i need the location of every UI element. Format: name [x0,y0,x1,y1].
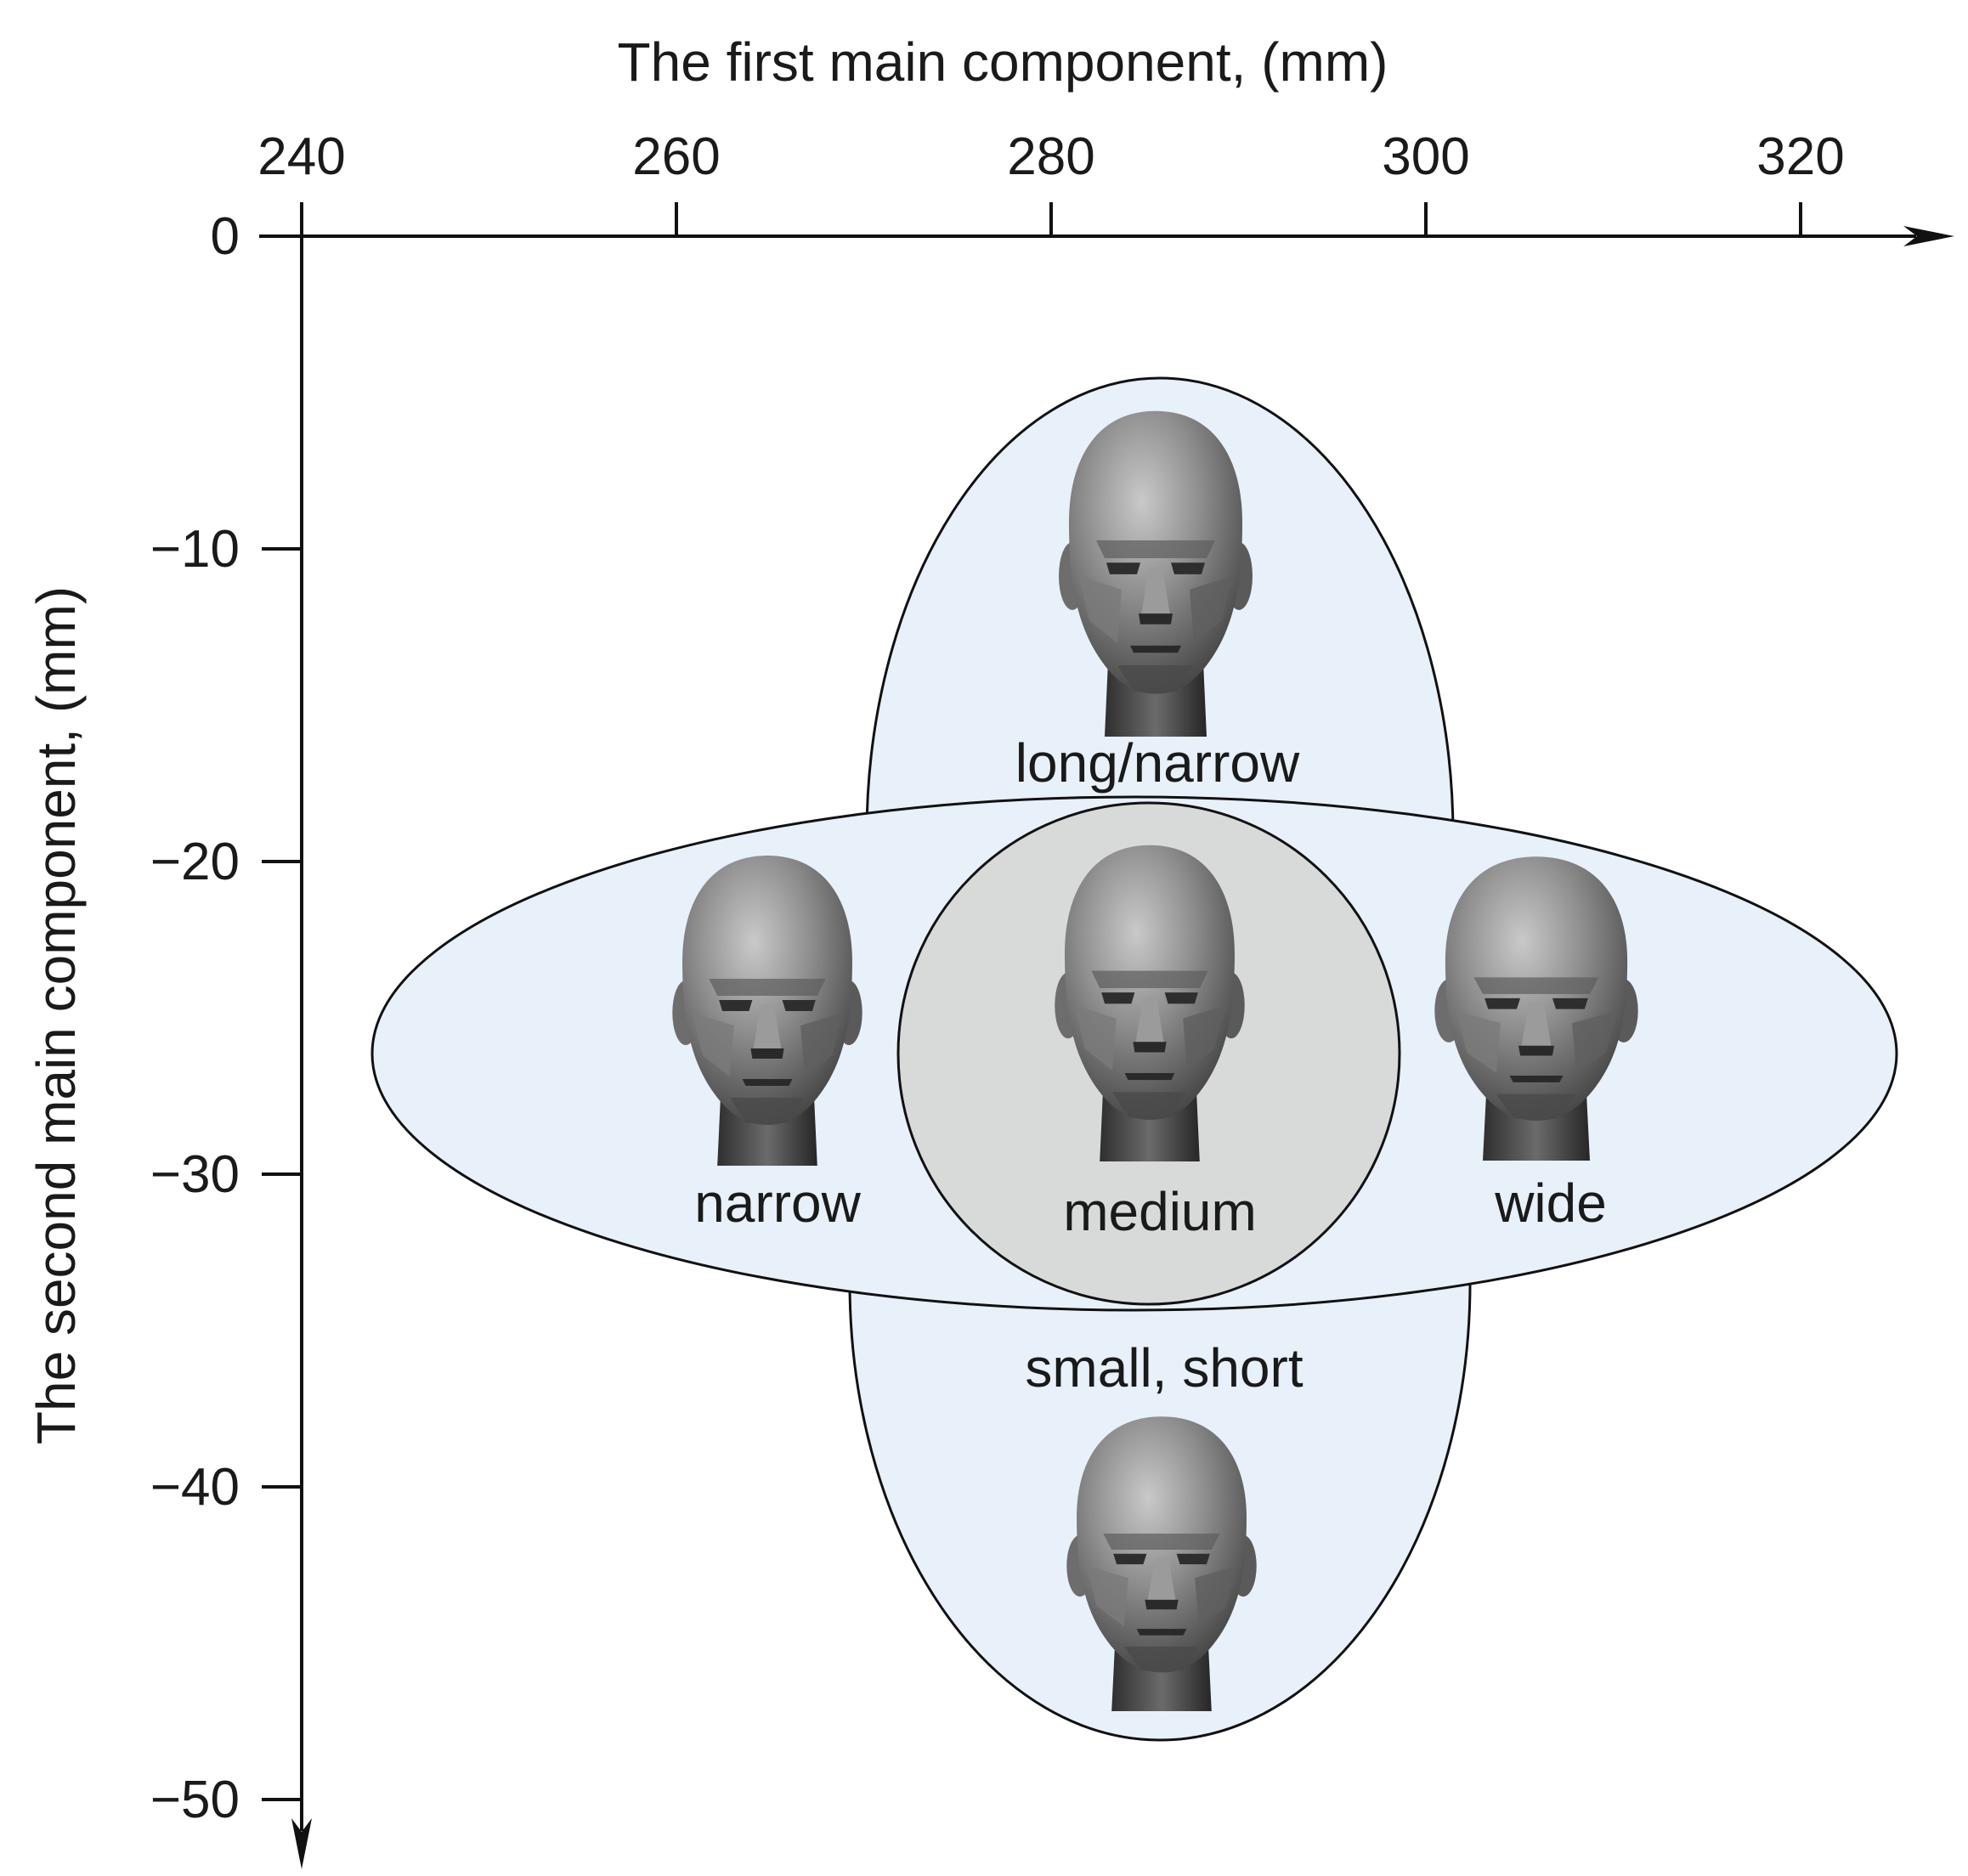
x-tick-label: 280 [1007,127,1094,186]
x-axis-arrowhead [1903,226,1954,246]
y-axis-arrowhead [291,1818,312,1869]
x-tick-label: 300 [1382,127,1469,186]
x-axis-title: The first main component, (mm) [618,31,1388,93]
y-tick-label: −30 [150,1145,240,1204]
axes: 240 260 280 300 320 0 −10 −20 −30 −40 −50 The fir… [25,31,1954,1869]
label-wide: wide [1494,1172,1607,1234]
label-narrow: narrow [694,1172,861,1234]
x-axis-ticks: 240 260 280 300 320 [257,127,1845,236]
x-tick-label: 320 [1756,127,1844,186]
label-small-short: small, short [1025,1337,1303,1399]
y-tick-label: 0 [211,207,240,266]
y-axis-ticks: 0 −10 −20 −30 −40 −50 [150,207,302,1829]
y-axis-title: The second main component, (mm) [25,586,87,1444]
y-tick-label: −50 [150,1771,240,1829]
label-long-narrow: long/narrow [1015,732,1300,794]
y-tick-label: −40 [150,1458,240,1517]
y-tick-label: −20 [150,833,240,891]
x-tick-label: 240 [257,127,345,186]
region-labels: long/narrow narrow medium wide small, sh… [694,732,1607,1399]
y-tick-label: −10 [150,520,240,579]
head-images [672,410,1638,1711]
label-medium: medium [1063,1181,1257,1242]
x-tick-label: 260 [632,127,720,186]
